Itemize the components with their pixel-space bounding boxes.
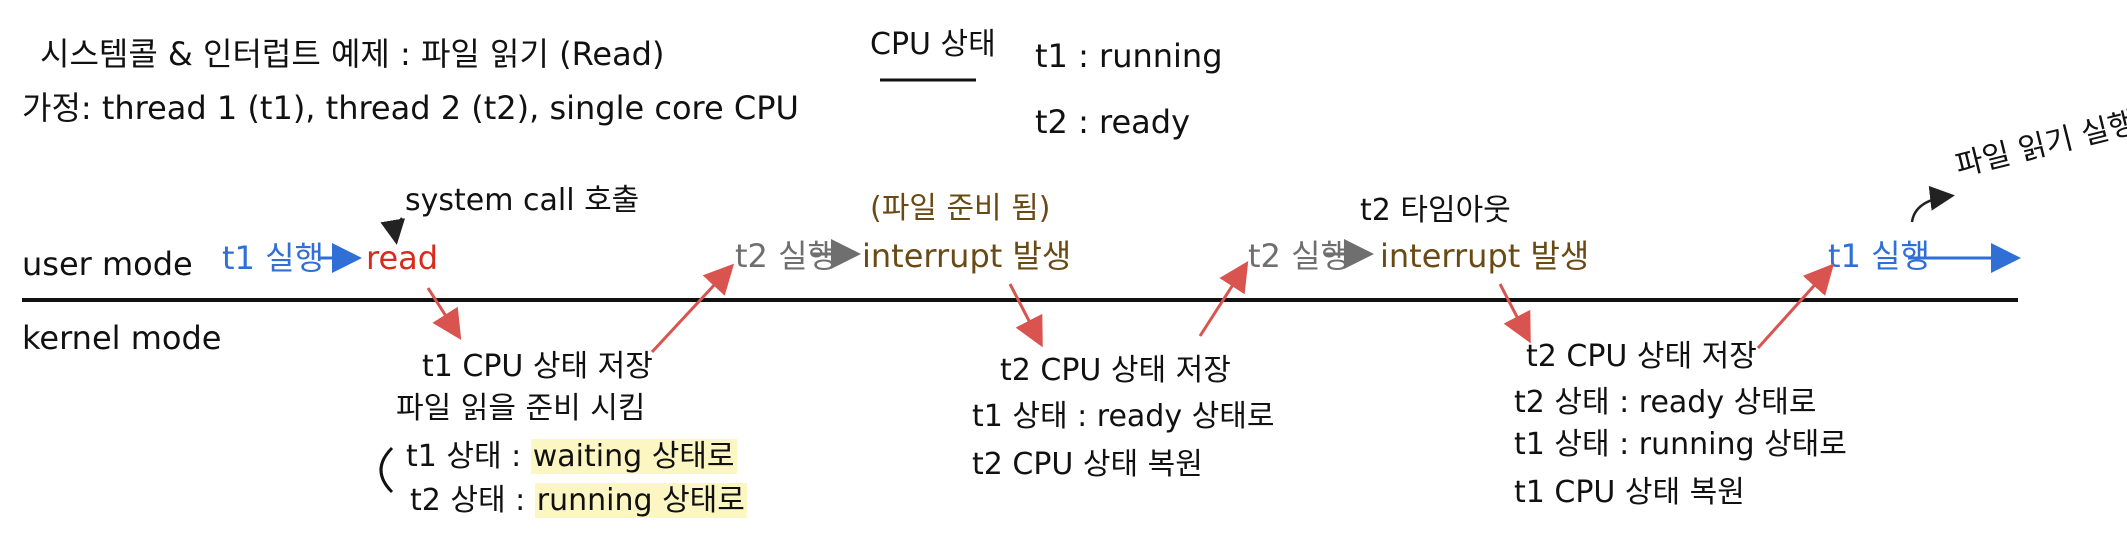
read-to-kernel-arrow — [426, 287, 462, 341]
interrupt-label-2: interrupt 발생 — [1380, 237, 1590, 275]
assumption-text: 가정: thread 1 (t1), thread 2 (t2), single… — [22, 89, 799, 127]
kernel1-line3: t1 상태 : waiting 상태로 — [406, 439, 737, 474]
t2-run-label-1: t2 실행 — [735, 237, 837, 275]
kernel3-line3: t1 상태 : running 상태로 — [1514, 427, 1847, 462]
cpu-state-t2: t2 : ready — [1035, 103, 1191, 141]
syscall-note: system call 호출 — [405, 183, 640, 218]
state-bracket — [379, 446, 394, 494]
kernel1-line2: 파일 읽을 준비 시킴 — [396, 391, 646, 426]
t2-run-label-2: t2 실행 — [1248, 237, 1350, 275]
kernel1-line3-prefix: t1 상태 : — [406, 439, 531, 474]
file-ready-note: (파일 준비 됨) — [870, 191, 1051, 226]
kernel3-to-t1-arrow — [1756, 263, 1835, 350]
kernel2-line2: t1 상태 : ready 상태로 — [972, 399, 1275, 434]
diagram-title: 시스템콜 & 인터럽트 예제 : 파일 읽기 (Read) — [40, 35, 665, 73]
kernel1-line4-prefix: t2 상태 : — [410, 483, 535, 518]
syscall-note-arrow — [380, 217, 406, 245]
user-mode-label: user mode — [22, 245, 193, 283]
file-read-note-arrow — [1910, 185, 1955, 223]
kernel2-line1: t2 CPU 상태 저장 — [1000, 353, 1231, 388]
read-label: read — [366, 239, 439, 277]
t1-run-final-label: t1 실행 — [1828, 237, 1930, 275]
cpu-state-heading: CPU 상태 — [870, 27, 996, 62]
kernel1-line4-value: running 상태로 — [534, 483, 747, 518]
kernel1-line4: t2 상태 : running 상태로 — [410, 483, 747, 518]
interrupt1-to-kernel-arrow — [1008, 283, 1043, 348]
interrupt-label-1: interrupt 발생 — [862, 237, 1072, 275]
kernel2-to-t2-arrow — [1198, 260, 1249, 337]
t1-run-label: t1 실행 — [222, 239, 324, 277]
interrupt2-to-kernel-arrow — [1498, 283, 1531, 344]
kernel1-line1: t1 CPU 상태 저장 — [422, 349, 653, 384]
kernel3-line4: t1 CPU 상태 복원 — [1514, 475, 1745, 510]
kernel2-line3: t2 CPU 상태 복원 — [972, 447, 1203, 482]
timeout-note: t2 타임아웃 — [1360, 193, 1511, 228]
kernel3-line1: t2 CPU 상태 저장 — [1526, 339, 1757, 374]
cpu-state-t1: t1 : running — [1035, 37, 1223, 75]
kernel-mode-label: kernel mode — [22, 319, 222, 357]
kernel1-to-t2-arrow — [650, 263, 735, 354]
kernel3-line2: t2 상태 : ready 상태로 — [1514, 385, 1817, 420]
kernel1-line3-value: waiting 상태로 — [530, 439, 737, 474]
